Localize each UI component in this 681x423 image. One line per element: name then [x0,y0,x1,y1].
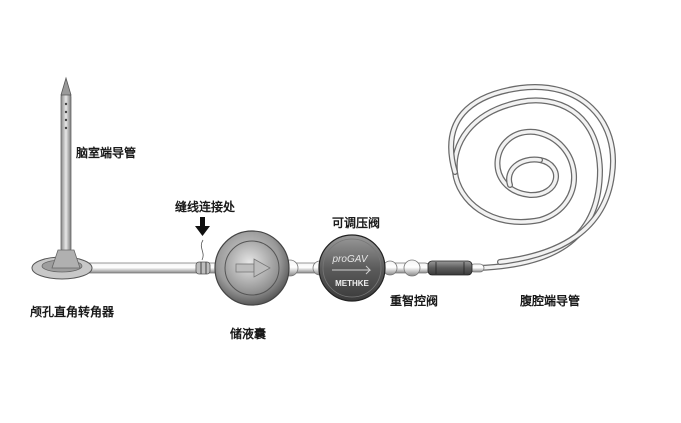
gravitational-valve-body [427,260,473,276]
down-arrow-icon [195,217,210,261]
label-gravitational-valve: 重智控阀 [390,294,439,308]
valve-brand-text: proGAV [331,254,368,265]
valve-maker-text: METHKE [335,279,369,288]
adjustable-valve: proGAV METHKE [318,234,386,302]
label-peritoneal-catheter: 腹腔端导管 [520,294,581,308]
ventricular-catheter [60,76,72,254]
label-suture-connection: 缝线连接处 [175,200,236,214]
label-ventricular-catheter: 脑室端导管 [76,146,137,160]
label-reservoir: 储液囊 [230,327,267,341]
flow-arrow-icon [235,258,271,278]
label-adjustable-valve: 可调压阀 [332,216,381,230]
reservoir [214,230,290,306]
label-burr-hole-deflector: 颅孔直角转角器 [30,305,115,319]
burr-hole-deflector [31,249,93,280]
peritoneal-catheter [448,84,616,271]
